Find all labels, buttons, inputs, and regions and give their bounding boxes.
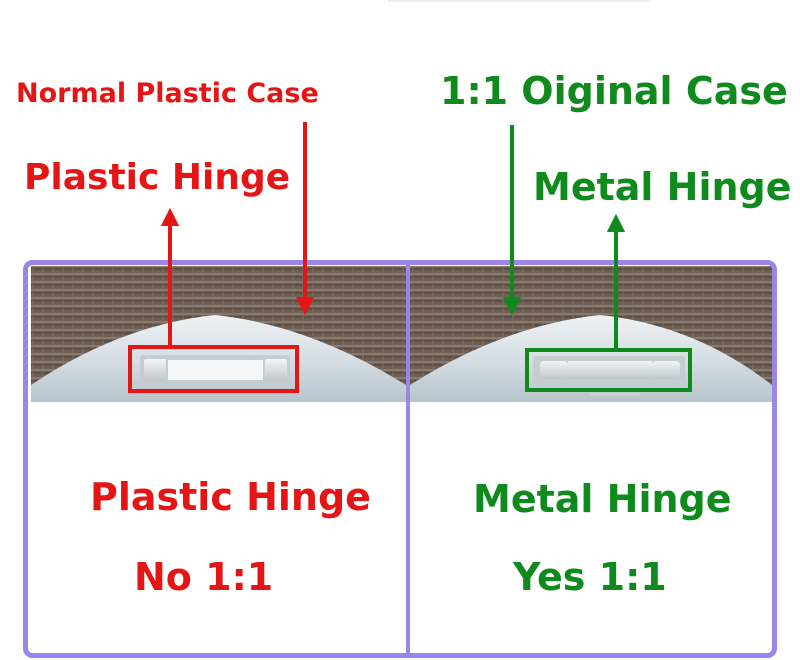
plastic-hinge-highlight-box [128,345,299,393]
outer-frame [23,260,777,658]
right-case-photo [410,266,772,402]
right-heading: 1:1 Oiginal Case [440,69,788,113]
left-case-photo [31,266,406,402]
left-hinge-label: Plastic Hinge [24,157,291,198]
left-heading: Normal Plastic Case [16,78,319,109]
left-panel-line1: Plastic Hinge [90,475,371,519]
right-panel-line1: Metal Hinge [473,477,732,521]
metal-hinge-highlight-box [525,348,692,392]
left-panel-line2: No 1:1 [134,555,274,599]
right-panel-line2: Yes 1:1 [513,555,667,599]
top-edge-line [388,0,650,2]
right-hinge-label: Metal Hinge [533,165,792,209]
